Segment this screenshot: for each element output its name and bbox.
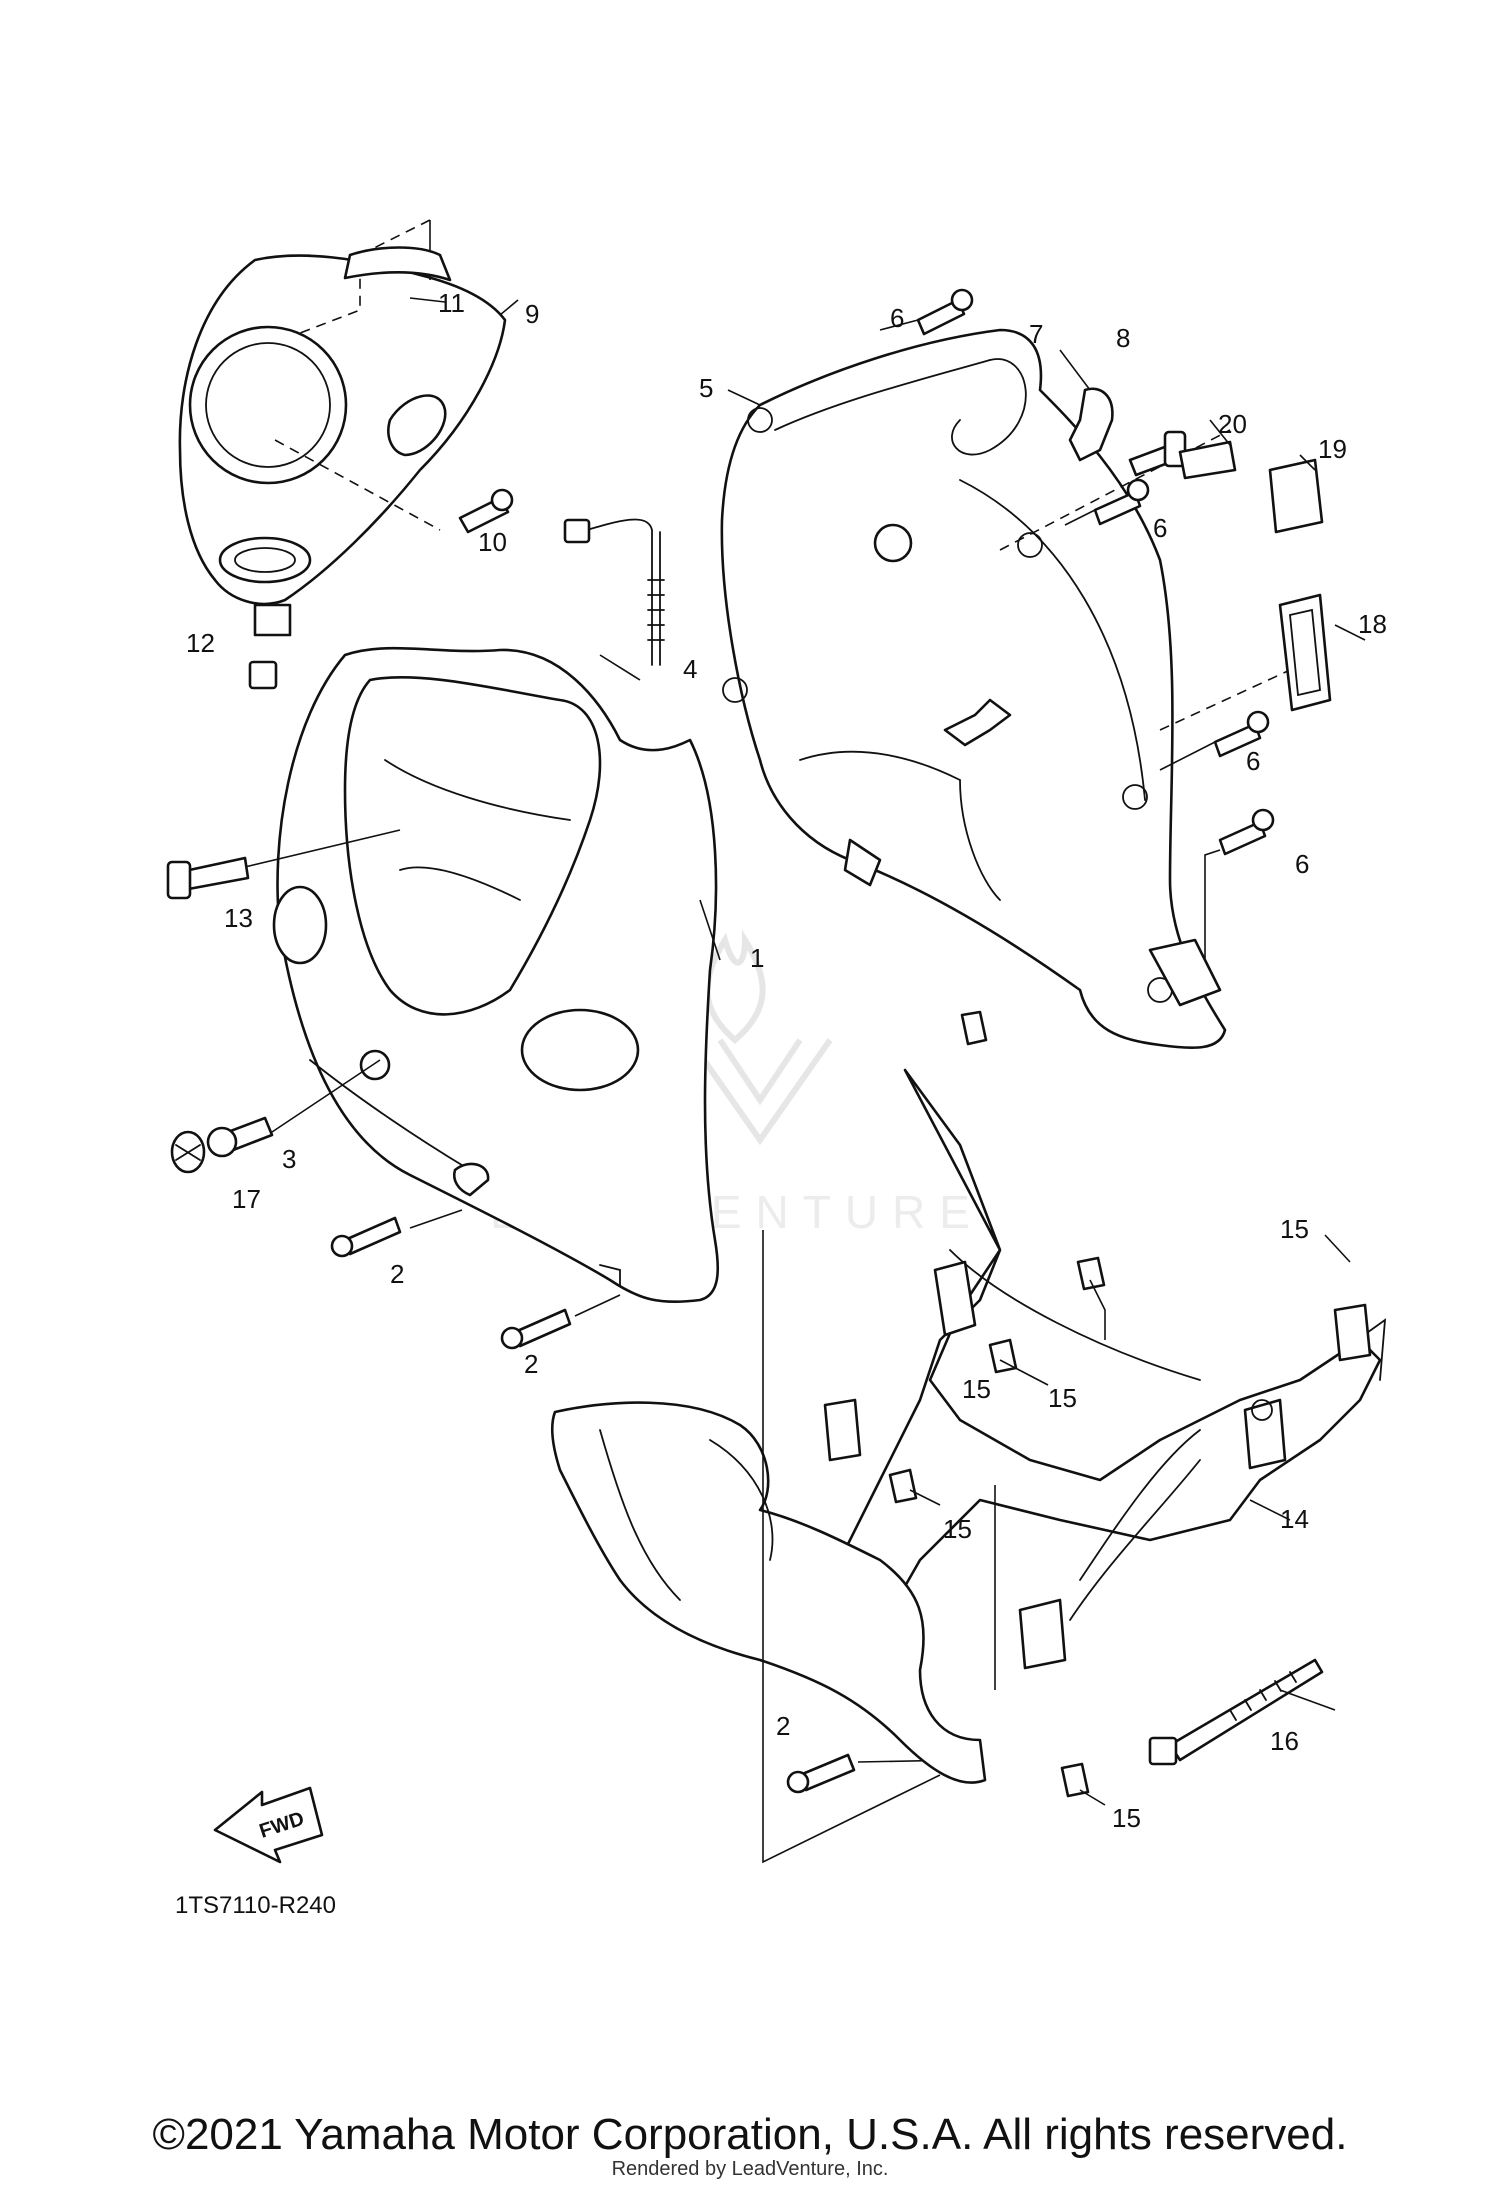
callout-8: 8: [1116, 323, 1130, 353]
part-15e-guide: [1079, 1789, 1106, 1806]
part-6-screw-c[interactable]: [1213, 710, 1270, 758]
part-1-guide: [699, 899, 721, 961]
callout-7: 7: [1029, 319, 1043, 349]
drawing-code: 1TS7110-R240: [175, 1892, 336, 1919]
part-6b-guide: [1064, 509, 1096, 526]
callout-15a: 15: [1280, 1214, 1309, 1244]
callout-20: 20: [1218, 409, 1247, 439]
part-6d-guide: [1204, 849, 1221, 960]
part-15-clip-e[interactable]: [1060, 1762, 1090, 1798]
part-19-label[interactable]: [1268, 458, 1324, 534]
part-18-seal[interactable]: [1278, 593, 1332, 712]
part-2-screw-a[interactable]: [330, 1216, 402, 1258]
callout-13: 13: [224, 903, 253, 933]
part-4-harness[interactable]: [563, 518, 665, 666]
part-16-leader: [1279, 1689, 1336, 1711]
part-3-guide: [259, 1059, 381, 1141]
part-17-grommet[interactable]: [170, 1130, 206, 1174]
part-11-emblem[interactable]: [343, 246, 452, 282]
callout-15d: 15: [1112, 1803, 1141, 1833]
part-20-leader: [1209, 419, 1231, 446]
part-2-screw-b[interactable]: [500, 1308, 572, 1350]
part-6c-guide: [1159, 741, 1216, 771]
part-10-dash-line: [274, 439, 441, 531]
part-18-dash-line: [1159, 669, 1291, 731]
callout-5: 5: [699, 373, 713, 403]
rendered-by-notice: Rendered by LeadVenture, Inc.: [611, 2158, 889, 2180]
callout-15e: 15: [962, 1374, 991, 1404]
part-15-clip-a[interactable]: [960, 1010, 988, 1046]
part-9-dash-line: [294, 219, 431, 336]
callout-3: 3: [282, 1144, 296, 1174]
callout-1: 1: [750, 943, 764, 973]
callout-16: 16: [1270, 1726, 1299, 1756]
part-14-leader: [1249, 1499, 1291, 1521]
part-18-leader: [1334, 624, 1366, 641]
part-15-clip-c[interactable]: [888, 1468, 918, 1504]
part-11-leader: [409, 297, 446, 303]
part-6-screw-b[interactable]: [1093, 478, 1150, 526]
part-7-bracket[interactable]: [1068, 387, 1114, 462]
part-1-section-line: [762, 1230, 941, 1864]
callout-11: 11: [438, 288, 465, 318]
part-16-cable-tie[interactable]: [1148, 1658, 1324, 1766]
part-2b-guide: [574, 1294, 621, 1317]
callout-18: 18: [1358, 609, 1387, 639]
part-15d-guide: [1089, 1279, 1106, 1340]
part-5-leader: [727, 389, 761, 406]
callout-14: 14: [1280, 1504, 1309, 1534]
part-7-leader: [1059, 349, 1091, 391]
callout-6c: 6: [1246, 746, 1260, 776]
callout-15b: 15: [1048, 1383, 1077, 1413]
part-15c-guide: [909, 1489, 941, 1506]
part-9-headlight-cover[interactable]: [178, 254, 507, 637]
part-13-bolt[interactable]: [166, 856, 250, 900]
callout-9: 9: [525, 299, 539, 329]
part-19-leader: [1299, 454, 1316, 471]
callout-12: 12: [186, 628, 215, 658]
callout-15c: 15: [943, 1514, 972, 1544]
callout-6b: 6: [1153, 513, 1167, 543]
callout-2c: 2: [776, 1711, 790, 1741]
callout-4: 4: [683, 654, 697, 684]
part-5-leg-shield[interactable]: [720, 328, 1227, 1050]
part-3-bolt[interactable]: [206, 1116, 274, 1158]
part-20-label[interactable]: [1178, 440, 1237, 480]
copyright-notice: ©2021 Yamaha Motor Corporation, U.S.A. A…: [152, 2110, 1348, 2159]
callout-2a: 2: [390, 1259, 404, 1289]
callout-10: 10: [478, 527, 507, 557]
part-12-nut[interactable]: [248, 660, 278, 690]
part-15a-leader: [1324, 1234, 1351, 1263]
callout-19: 19: [1318, 434, 1347, 464]
part-13-guide: [244, 829, 401, 868]
part-4-leader: [599, 654, 641, 681]
part-6a-guide: [879, 319, 919, 331]
part-1-front-cover[interactable]: [272, 646, 720, 1304]
part-15-clip-d[interactable]: [1076, 1256, 1106, 1291]
callout-17: 17: [232, 1184, 261, 1214]
part-2-screw-c[interactable]: [786, 1753, 856, 1794]
part-14-lower-frame[interactable]: [798, 1068, 1387, 1670]
part-6-screw-a[interactable]: [916, 288, 974, 336]
part-2a-guide: [409, 1209, 463, 1229]
part-19-dash-line: [999, 429, 1231, 551]
callout-6d: 6: [1295, 849, 1309, 879]
part-15b-guide: [999, 1359, 1049, 1386]
part-10-screw[interactable]: [458, 488, 514, 534]
part-6-screw-d[interactable]: [1218, 808, 1275, 856]
callout-2b: 2: [524, 1349, 538, 1379]
fwd-arrow-icon: FWD: [213, 1786, 324, 1864]
part-9-leader: [499, 299, 519, 316]
callout-6a: 6: [890, 303, 904, 333]
